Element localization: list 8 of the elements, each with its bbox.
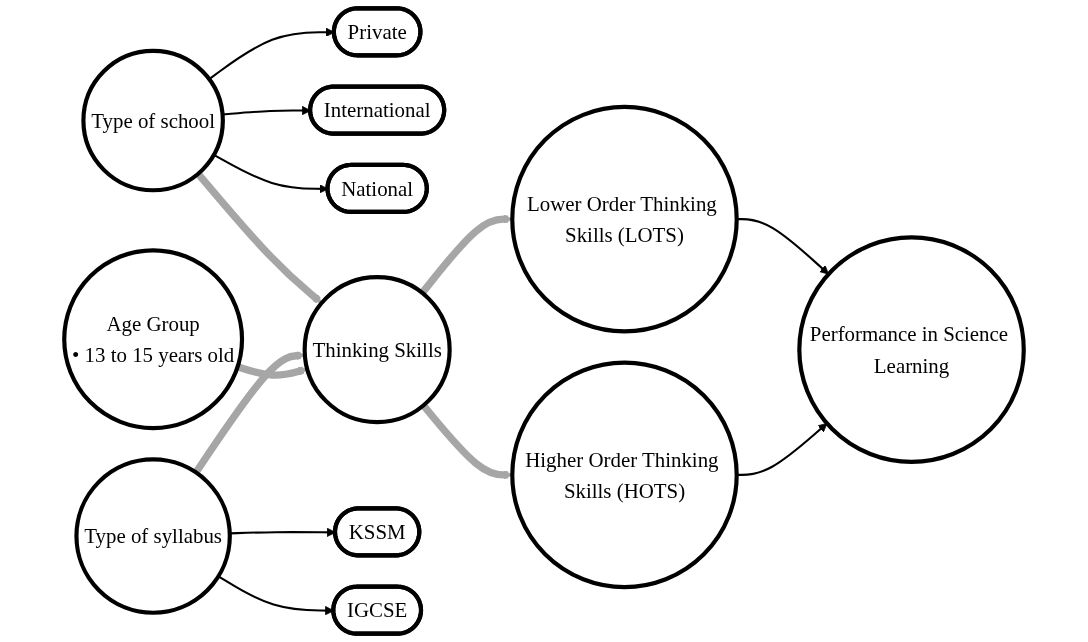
node-circle: Thinking Skills (302, 275, 452, 425)
node-circle: Type of syllabus (74, 457, 232, 615)
node-circle: Lower Order Thinking Skills (LOTS) (510, 104, 739, 334)
node-circle: Age Group • 13 to 15 years old (62, 248, 245, 431)
node-circle: Higher Order Thinking Skills (HOTS) (510, 360, 739, 590)
node-circle: Performance in Science Learning (797, 235, 1026, 464)
arrow (195, 171, 323, 304)
node-circle: Type of school (81, 48, 225, 193)
